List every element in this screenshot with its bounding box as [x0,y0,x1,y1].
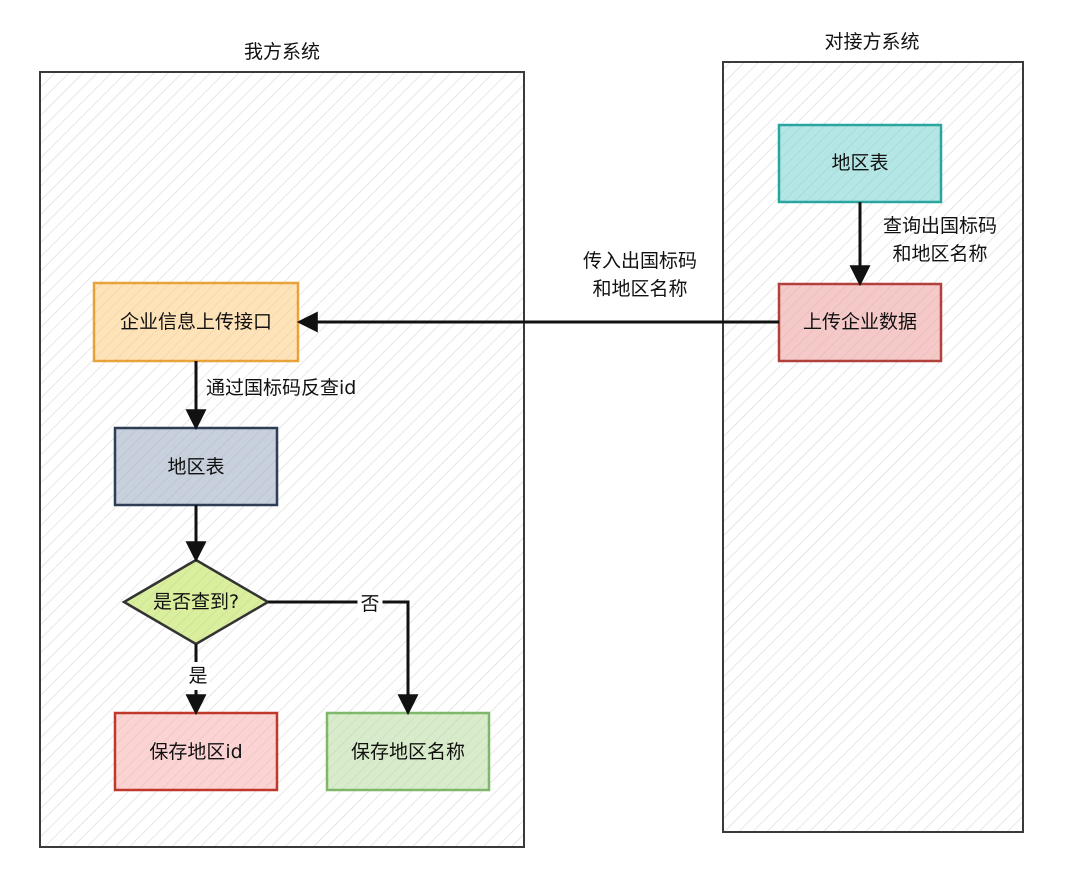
edge-no-branch-label: 否 [357,590,383,618]
node-partner-region-table-box-hatch [779,125,941,202]
node-save-region-id-label: 保存地区id [149,741,243,763]
node-upload-company-data-box-hatch [779,284,941,361]
node-save-region-id-box-hatch [115,713,277,790]
node-found-decision-label: 是否查到? [152,591,240,613]
node-partner-region-table-label: 地区表 [831,152,889,174]
edge-no-branch [268,600,419,716]
node-company-upload-api-box-hatch [94,283,298,361]
node-our-region-table-label: 地区表 [167,456,225,478]
edge-reverse-lookup-label: 通过国标码反查id [206,377,357,399]
edge-yes-branch-label: 是 [186,662,210,690]
node-upload-company-data-label: 上传企业数据 [802,311,918,333]
node-found-decision-shape-hatch [124,560,268,644]
edge-query-codes-label: 查询出国标码 和地区名称 [882,215,998,265]
node-our-region-table-box-hatch [115,428,277,505]
node-company-upload-api-label: 企业信息上传接口 [119,311,273,333]
swimlane-partner-title: 对接方系统 [824,31,920,53]
node-save-region-name-box-hatch [327,713,489,790]
edge-pass-codes-label: 传入出国标码 和地区名称 [582,250,698,300]
swimlane-ours-title: 我方系统 [243,41,321,63]
node-save-region-name-label: 保存地区名称 [350,741,466,763]
